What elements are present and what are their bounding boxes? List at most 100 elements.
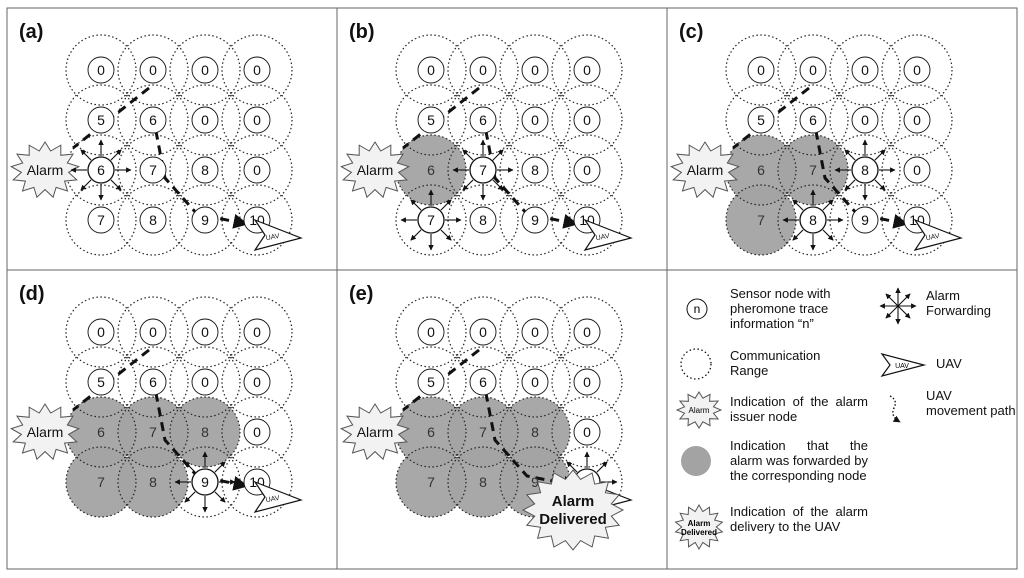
- communication-range: [551, 396, 623, 468]
- forward-arrow: [897, 293, 911, 307]
- communication-range: [65, 296, 137, 368]
- forward-arrow: [822, 229, 834, 241]
- communication-range: [117, 346, 189, 418]
- uav-text: UAV: [936, 356, 962, 371]
- communication-range: [65, 84, 137, 156]
- delivery-icon-label-1: Alarm: [688, 519, 711, 528]
- sensor-node: [139, 368, 167, 396]
- legend-communication-range: Communication Range: [668, 344, 868, 384]
- pheromone-value: 0: [583, 112, 591, 128]
- communication-range: [221, 84, 293, 156]
- sensor-node-icon: n: [686, 298, 708, 320]
- forward-arrow: [214, 461, 226, 473]
- sensor-node: [851, 106, 879, 134]
- forwarded-range: [170, 397, 240, 467]
- sensor-node-text: Sensor node with pheromone trace informa…: [730, 286, 831, 331]
- communication-range: [117, 84, 189, 156]
- forwarded-range: [448, 447, 518, 517]
- sensor-node: [191, 468, 219, 496]
- legend-delivery-starburst: [674, 504, 724, 550]
- communication-range: [499, 84, 571, 156]
- pheromone-value: 9: [531, 212, 539, 228]
- sensor-node: [139, 156, 167, 184]
- delivery-icon-label-2: Delivered: [681, 528, 717, 537]
- alarm-issuer-icon-label: Alarm: [689, 406, 710, 415]
- sensor-node: [87, 156, 115, 184]
- sensor-node: [243, 418, 271, 446]
- communication-range: [829, 134, 901, 206]
- pheromone-value: 0: [583, 162, 591, 178]
- forward-arrow: [492, 179, 504, 191]
- alarm-issuer-label: Alarm: [357, 162, 394, 178]
- alarm-issuer-starburst: [339, 403, 411, 461]
- forward-arrow: [874, 179, 886, 191]
- forward-arrow: [844, 149, 856, 161]
- sensor-node: [139, 56, 167, 84]
- communication-range-icon: [680, 348, 712, 380]
- pheromone-value: 7: [479, 424, 487, 440]
- sensor-node: [521, 368, 549, 396]
- communication-range: [829, 34, 901, 106]
- pheromone-value: 0: [583, 374, 591, 390]
- panel-label: (e): [349, 283, 373, 305]
- pheromone-value: 8: [479, 212, 487, 228]
- pheromone-value: 0: [97, 324, 105, 340]
- communication-range: [221, 296, 293, 368]
- pheromone-value: 7: [479, 162, 487, 178]
- alarm-issuer-starburst: [339, 141, 411, 199]
- sensor-node: [139, 206, 167, 234]
- alarm-forwarding-arrows: [782, 189, 844, 251]
- alarm-issuer-label: Alarm: [27, 424, 64, 440]
- sensor-node-symbol: n: [694, 302, 701, 316]
- sensor-node: [243, 368, 271, 396]
- alarm-issuer-icon: Alarm: [676, 391, 722, 429]
- pheromone-value: 0: [861, 62, 869, 78]
- sensor-node: [747, 106, 775, 134]
- communication-range: [499, 134, 571, 206]
- communication-range: [551, 134, 623, 206]
- uav-icon-label: UAV: [895, 363, 909, 370]
- legend-forwarded: Indication that the alarm was forwarded …: [668, 438, 868, 498]
- communication-range: [499, 296, 571, 368]
- communication-range: [117, 296, 189, 368]
- sensor-node: [469, 106, 497, 134]
- communication-range: [777, 184, 849, 256]
- forwarded-range: [396, 135, 466, 205]
- uav-icon: [253, 480, 303, 513]
- communication-range: [221, 184, 293, 256]
- pheromone-value: 0: [913, 62, 921, 78]
- figure-frame: [6, 7, 1018, 570]
- pheromone-value: 8: [149, 212, 157, 228]
- pheromone-value: 0: [201, 324, 209, 340]
- communication-range: [725, 34, 797, 106]
- pheromone-value: 5: [427, 112, 435, 128]
- pheromone-value: 7: [97, 474, 105, 490]
- communication-range: [551, 346, 623, 418]
- legend-uav: UAV UAV: [874, 344, 1024, 384]
- uav-label: UAV: [265, 495, 280, 504]
- pheromone-value: 0: [809, 62, 817, 78]
- forwarded-range: [726, 135, 796, 205]
- forward-arrow: [822, 199, 834, 211]
- communication-range: [777, 84, 849, 156]
- alarm-issuer-starburst: [9, 141, 81, 199]
- alarm-issuer-starburst: [9, 403, 81, 461]
- sensor-node: [469, 206, 497, 234]
- pheromone-value: 0: [253, 374, 261, 390]
- sensor-node: [417, 56, 445, 84]
- sensor-node: [903, 56, 931, 84]
- forward-arrow: [462, 179, 474, 191]
- alarm-forwarding-icon: [879, 287, 917, 325]
- pheromone-value: 6: [427, 424, 435, 440]
- sensor-node: [139, 106, 167, 134]
- sensor-node: [573, 318, 601, 346]
- pheromone-value: 9: [201, 212, 209, 228]
- pheromone-value: 0: [149, 62, 157, 78]
- forwarded-range: [778, 135, 848, 205]
- forward-arrow: [844, 179, 856, 191]
- alarm-issuer-label: Alarm: [687, 162, 724, 178]
- pheromone-value: 8: [809, 212, 817, 228]
- pheromone-value: 5: [97, 112, 105, 128]
- sensor-node: [799, 56, 827, 84]
